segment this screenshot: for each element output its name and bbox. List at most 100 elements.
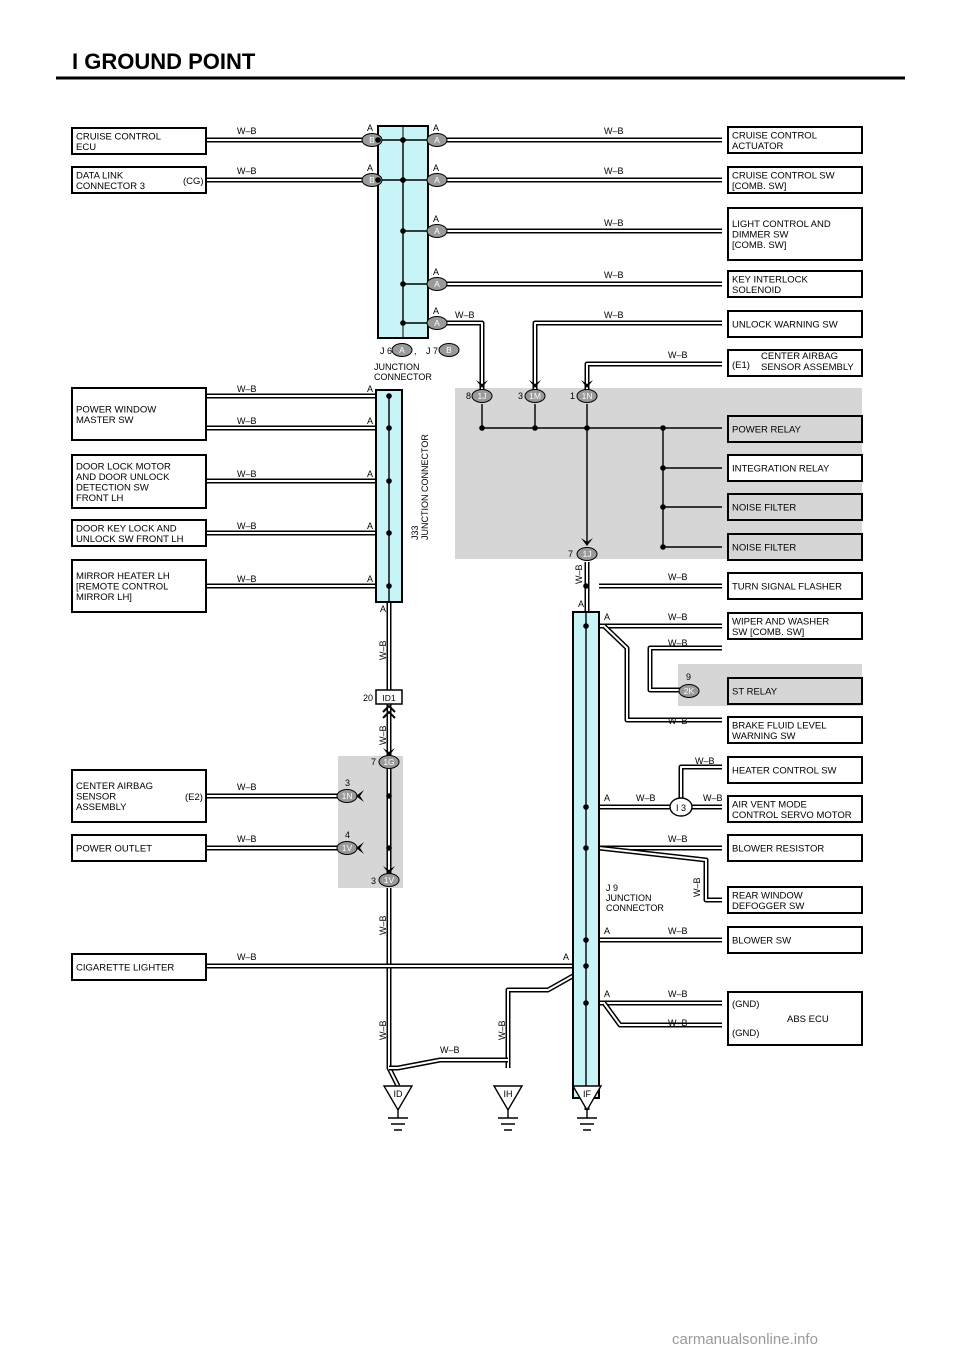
conn-1j — [471, 389, 493, 403]
j9-label-2: JUNCTION — [606, 893, 652, 903]
junction-dot — [386, 583, 392, 589]
left-box-4-text: FRONT LH — [76, 493, 123, 504]
left-box-1-text: ECU — [76, 142, 96, 153]
left-arrow — [356, 842, 364, 854]
left-arrow — [356, 790, 364, 802]
ground-triangle-ih — [492, 1085, 524, 1112]
right-box-9 — [727, 493, 863, 521]
jc-letter: A — [433, 267, 439, 277]
ground-symbol — [498, 1110, 518, 1131]
right-box-2-text: [COMB. SW] — [732, 181, 786, 192]
watermark: carmanualsonline.info — [672, 1331, 818, 1348]
left-box-6-text: [REMOTE CONTROL — [76, 582, 168, 593]
wire-jc-to-1j-inner — [428, 322, 483, 396]
right-box-1 — [727, 126, 863, 154]
jc-legend-b — [438, 343, 460, 357]
junction-dot — [386, 845, 392, 851]
jc-letter: A — [433, 163, 439, 173]
right-box-15-text: HEATER CONTROL SW — [732, 766, 837, 777]
junction-dot — [583, 845, 589, 851]
j33-letter: A — [367, 574, 373, 584]
ground-triangle-id — [382, 1085, 414, 1112]
jc-pin-a3 — [426, 224, 448, 238]
j9-label-3: CONNECTOR — [606, 903, 664, 913]
right-box-3-text: LIGHT CONTROL AND — [732, 219, 831, 230]
ground-label-ih: IH — [504, 1089, 513, 1099]
wire-unlock-warn-inner — [534, 322, 722, 396]
right-box-16-text: AIR VENT MODE — [732, 799, 807, 810]
jc-pin-a1-label: A — [434, 135, 440, 145]
wire-label: W–B — [668, 572, 688, 582]
jc-pin-b1-label: B — [369, 135, 375, 145]
jc-legend-a — [391, 343, 413, 357]
wire-label: W–B — [668, 716, 688, 726]
wire-label: W–B — [237, 952, 257, 962]
wire-label: W–B — [668, 350, 688, 360]
jc-letter: A — [367, 123, 373, 133]
j33-sub: JUNCTION CONNECTOR — [420, 434, 430, 540]
left-box-4 — [71, 454, 207, 509]
left-box-7 — [71, 769, 207, 823]
junction-dot — [386, 530, 392, 536]
down-arrow — [529, 380, 541, 388]
conn-1n-label: 1N — [582, 391, 593, 401]
right-box-7-text: POWER RELAY — [732, 425, 802, 436]
junction-dot — [583, 583, 589, 589]
right-box-18-text: DEFOGGER SW — [732, 901, 804, 912]
jc-letter: A — [433, 214, 439, 224]
wire-label: W–B — [695, 756, 715, 766]
junction-dot — [400, 281, 406, 287]
wire-1v-gnd-outer — [386, 888, 401, 1088]
right-box-3-text: [COMB. SW] — [732, 240, 786, 251]
wire-brake-inner — [603, 625, 722, 721]
up-chevron — [382, 710, 396, 719]
pin-7: 7 — [568, 549, 573, 559]
wire-label: W–B — [636, 793, 656, 803]
ground-triangle-if — [571, 1085, 603, 1112]
right-box-7 — [727, 415, 863, 443]
pin-3: 3 — [518, 391, 523, 401]
left-box-7-text: ASSEMBLY — [76, 802, 127, 813]
left-box-4-text: DOOR LOCK MOTOR — [76, 461, 171, 472]
left-box-2-text: DATA LINK — [76, 170, 124, 181]
junction-dot — [386, 478, 392, 484]
junction-dot — [386, 793, 392, 799]
wire-label: W–B — [237, 834, 257, 844]
right-box-17-text: BLOWER RESISTOR — [732, 844, 824, 855]
right-box-20 — [727, 991, 863, 1046]
wire-label: W–B — [668, 638, 688, 648]
conn-1v-lower-label: 1V — [384, 875, 395, 885]
wire-label: W–B — [440, 1045, 460, 1055]
wire-label-vert: W–B — [378, 1020, 388, 1040]
junction-dot — [584, 425, 590, 431]
left-box-2 — [71, 166, 207, 194]
left-box-9-text: CIGARETTE LIGHTER — [76, 963, 174, 974]
junction-dot — [532, 425, 538, 431]
right-box-19-text: BLOWER SW — [732, 936, 791, 947]
jc-letter: A — [433, 123, 439, 133]
conn-id1 — [375, 689, 403, 705]
jc-label-1: JUNCTION — [374, 362, 420, 372]
junction-dot — [400, 320, 406, 326]
junction-dot — [375, 137, 381, 143]
j9-letter: A — [604, 926, 610, 936]
left-box-8-text: POWER OUTLET — [76, 844, 152, 855]
j9-letter: A — [604, 612, 610, 622]
jc-pin-a4 — [426, 277, 448, 291]
down-arrow — [581, 380, 593, 388]
wire-label: W–B — [668, 926, 688, 936]
right-box-6 — [727, 349, 863, 377]
right-box-14-text: BRAKE FLUID LEVEL — [732, 720, 827, 731]
left-box-4-text: AND DOOR UNLOCK — [76, 472, 170, 483]
jc-pin-a5 — [426, 316, 448, 330]
left-box-1-text: CRUISE CONTROL — [76, 131, 161, 142]
right-box-12 — [727, 612, 863, 640]
ground-label-if: IF — [583, 1089, 592, 1099]
conn-2k-label: 2K — [684, 686, 695, 696]
wire-label: W–B — [237, 521, 257, 531]
wire-label-vert: W–B — [692, 877, 702, 897]
j33-bottom-a: A — [380, 604, 386, 614]
right-box-17 — [727, 834, 863, 862]
j9-label-1: J 9 — [606, 883, 618, 893]
j33-letter: A — [367, 521, 373, 531]
